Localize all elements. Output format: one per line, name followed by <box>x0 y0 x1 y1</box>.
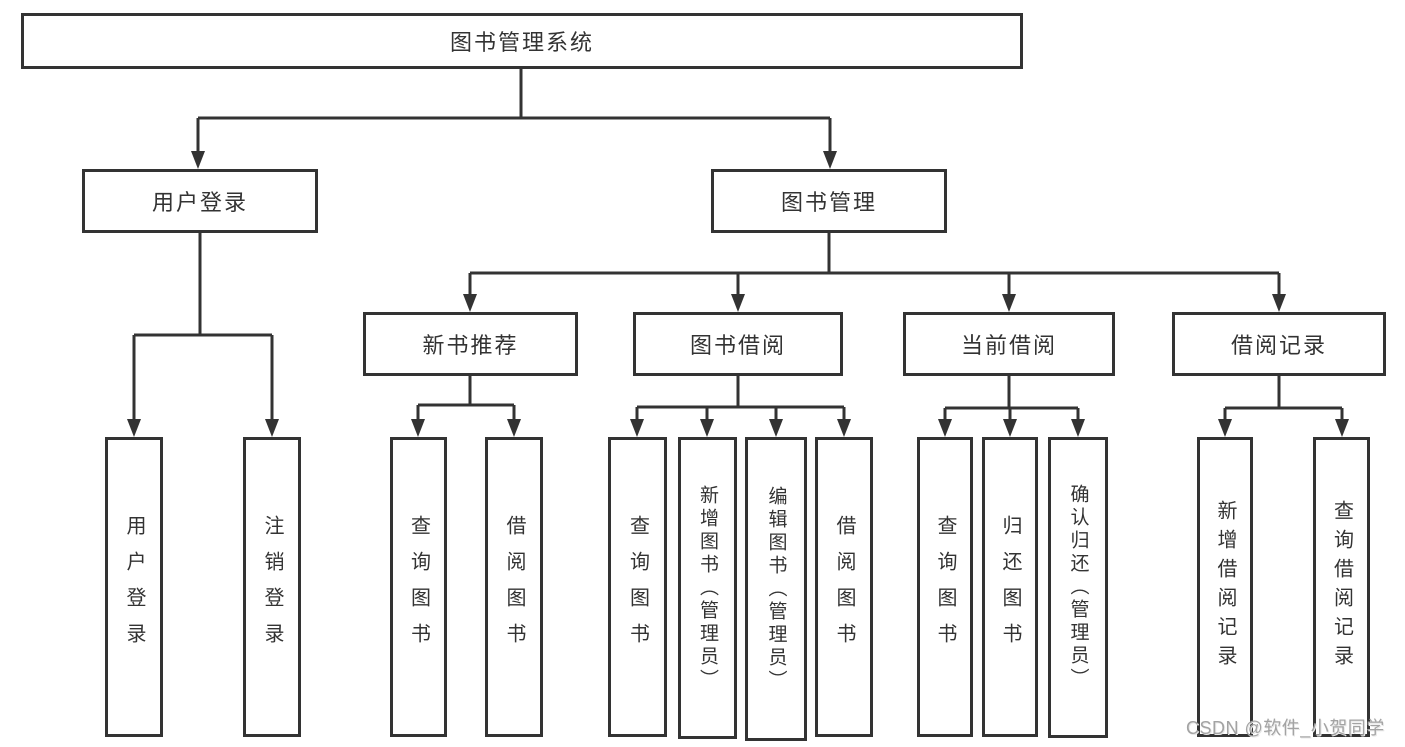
leaf-borrow-books: 借阅图书 <box>815 437 873 737</box>
leaf-logout-label: 注销登录 <box>261 515 283 659</box>
leaf-add-books-admin-label: 新增图书（管理员） <box>697 484 718 692</box>
node-current-borrowing: 当前借阅 <box>903 312 1115 376</box>
leaf-query-borrow-record-label: 查询借阅记录 <box>1330 500 1353 674</box>
node-book-borrowing: 图书借阅 <box>633 312 843 376</box>
leaf-confirm-return-admin: 确认归还（管理员） <box>1048 437 1108 738</box>
node-current-borrowing-label: 当前借阅 <box>960 333 1057 358</box>
leaf-user-login-label: 用户登录 <box>123 515 145 659</box>
leaf-query-borrow-record: 查询借阅记录 <box>1313 437 1370 737</box>
leaf-return-books: 归还图书 <box>982 437 1038 737</box>
leaf-query-books-current: 查询图书 <box>917 437 973 737</box>
leaf-query-books-borrowing-label: 查询图书 <box>626 515 649 659</box>
node-book-management: 图书管理 <box>711 169 947 233</box>
leaf-query-books-borrowing: 查询图书 <box>608 437 667 737</box>
node-user-login-label: 用户登录 <box>151 190 248 215</box>
leaf-user-login: 用户登录 <box>105 437 163 737</box>
leaf-borrow-books-label: 借阅图书 <box>833 515 855 659</box>
node-borrowing-records: 借阅记录 <box>1172 312 1386 376</box>
leaf-confirm-return-admin-label: 确认归还（管理员） <box>1067 484 1089 691</box>
leaf-query-books-recommend: 查询图书 <box>390 437 447 737</box>
leaf-logout: 注销登录 <box>243 437 301 737</box>
node-new-book-recommendation-label: 新书推荐 <box>422 333 519 358</box>
leaf-add-borrow-record: 新增借阅记录 <box>1197 437 1253 737</box>
node-borrowing-records-label: 借阅记录 <box>1230 333 1327 358</box>
leaf-add-borrow-record-label: 新增借阅记录 <box>1214 500 1236 674</box>
leaf-query-books-recommend-label: 查询图书 <box>407 515 430 659</box>
root-node-label: 图书管理系统 <box>449 30 594 55</box>
leaf-borrow-books-recommend-label: 借阅图书 <box>503 515 525 659</box>
leaf-return-books-label: 归还图书 <box>999 515 1021 659</box>
leaf-add-books-admin: 新增图书（管理员） <box>678 437 737 739</box>
node-user-login: 用户登录 <box>82 169 318 233</box>
node-new-book-recommendation: 新书推荐 <box>363 312 578 376</box>
node-book-borrowing-label: 图书借阅 <box>689 333 786 358</box>
leaf-query-books-current-label: 查询图书 <box>934 515 956 659</box>
root-node-system-title: 图书管理系统 <box>21 13 1023 69</box>
leaf-edit-books-admin: 编辑图书（管理员） <box>745 437 807 741</box>
leaf-edit-books-admin-label: 编辑图书（管理员） <box>765 485 787 693</box>
node-book-management-label: 图书管理 <box>780 190 877 215</box>
leaf-borrow-books-recommend: 借阅图书 <box>485 437 543 737</box>
csdn-watermark: CSDN @软件_小贺同学 <box>1186 718 1385 738</box>
